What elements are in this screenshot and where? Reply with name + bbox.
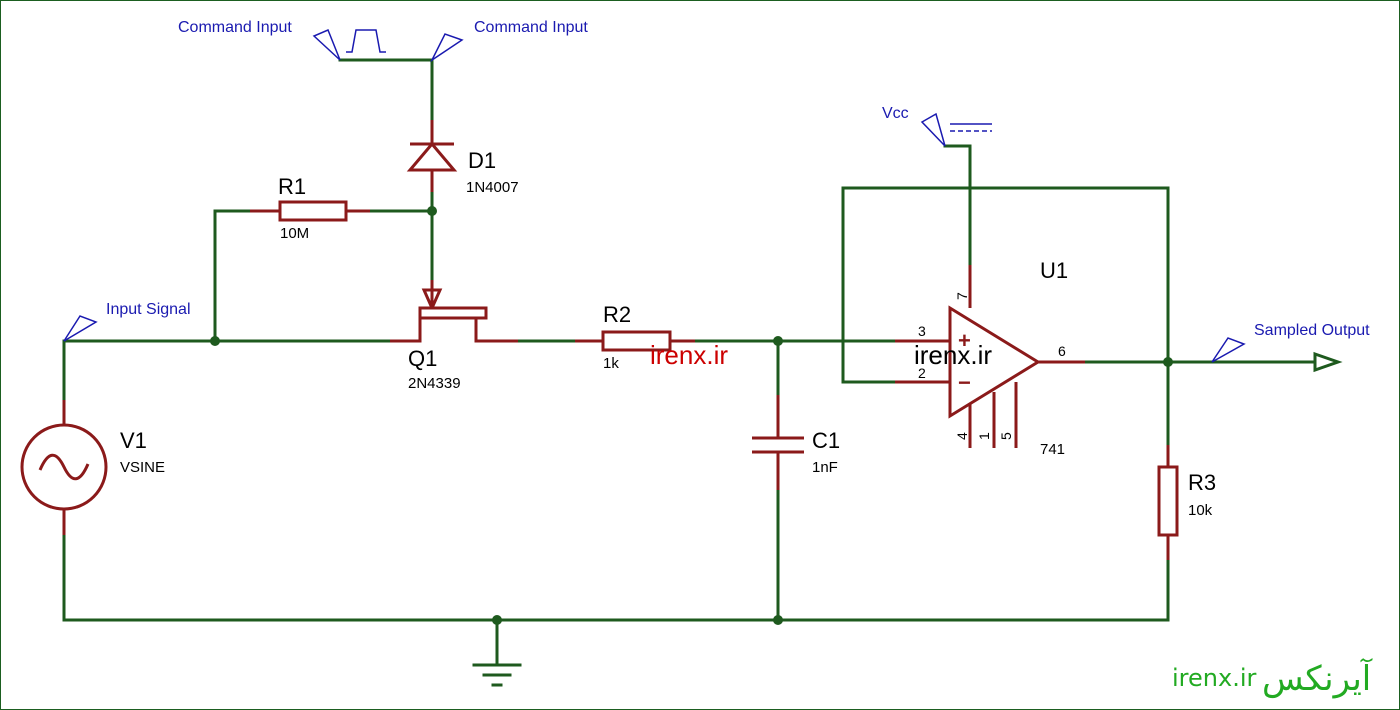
pin-1-label: 1 — [976, 432, 992, 440]
pin-2-label: 2 — [918, 365, 926, 381]
r1-value: 10M — [280, 225, 309, 242]
wire-feedback — [841, 186, 1170, 384]
junction-dot — [492, 615, 502, 625]
command-input-right-terminal: Command Input — [430, 19, 588, 63]
terminal-flag-icon — [312, 29, 341, 61]
pin-7-label: 7 — [954, 292, 970, 300]
junction-dot — [773, 615, 783, 625]
junction-dot — [210, 336, 220, 346]
r3-value: 10k — [1188, 502, 1213, 519]
watermark-opamp: irenx.ir — [914, 340, 992, 370]
terminal-flag-icon — [430, 33, 464, 63]
output-arrow-icon — [1313, 351, 1343, 373]
opamp-minus-sign: − — [958, 370, 971, 395]
pin-4-label: 4 — [954, 432, 970, 440]
command-input-left-label: Command Input — [178, 19, 292, 36]
junction-dot — [1163, 357, 1173, 367]
terminal-flag-icon — [63, 315, 98, 342]
vcc-label: Vcc — [882, 105, 909, 122]
brand-persian: آیرنکس — [1262, 658, 1373, 699]
opamp-plus-sign: + — [958, 328, 971, 353]
u1-ref: U1 — [1040, 258, 1068, 283]
r1-ref: R1 — [278, 174, 306, 199]
r2-ref: R2 — [603, 302, 631, 327]
input-signal-label: Input Signal — [106, 301, 191, 318]
junction-dot — [427, 206, 437, 216]
v1-ref: V1 — [120, 428, 147, 453]
source-v1: V1 VSINE — [20, 400, 165, 535]
command-input-right-label: Command Input — [474, 19, 588, 36]
diode-d1: D1 1N4007 — [406, 120, 519, 196]
r3-ref: R3 — [1188, 470, 1216, 495]
q1-value: 2N4339 — [408, 375, 461, 392]
jfet-q1: Q1 2N4339 — [390, 280, 518, 392]
d1-ref: D1 — [468, 148, 496, 173]
resistor-r2: R2 1k — [575, 302, 695, 372]
command-input-left-terminal: Command Input — [178, 19, 386, 61]
terminal-flag-icon — [1211, 337, 1246, 363]
junctions — [210, 206, 1173, 625]
resistor-r3: R3 10k — [1157, 445, 1216, 560]
sampled-output-terminal: Sampled Output — [1211, 322, 1370, 373]
vcc-terminal: Vcc — [882, 105, 992, 147]
junction-dot — [773, 336, 783, 346]
wire-r1-left — [213, 209, 252, 343]
v1-value: VSINE — [120, 459, 165, 476]
pin-3-label: 3 — [918, 323, 926, 339]
c1-value: 1nF — [812, 459, 838, 476]
ground-icon — [472, 663, 522, 687]
resistor-r1: R1 10M — [250, 174, 370, 242]
u1-value: 741 — [1040, 441, 1065, 458]
pulse-icon — [346, 29, 386, 53]
c1-ref: C1 — [812, 428, 840, 453]
input-signal-terminal: Input Signal — [63, 301, 191, 342]
sampled-output-label: Sampled Output — [1254, 322, 1370, 339]
terminal-flag-icon — [920, 112, 946, 147]
r2-value: 1k — [603, 355, 619, 372]
opamp-u1: U1 741 3 2 6 7 4 1 5 + − — [895, 258, 1085, 458]
watermark-center: irenx.ir — [650, 340, 728, 370]
pin-5-label: 5 — [998, 432, 1014, 440]
wire-command-bus — [338, 58, 434, 122]
wire-vcc — [943, 144, 972, 267]
brand-latin: irenx.ir — [1172, 664, 1256, 692]
q1-ref: Q1 — [408, 346, 437, 371]
d1-value: 1N4007 — [466, 179, 519, 196]
pin-6-label: 6 — [1058, 343, 1066, 359]
capacitor-c1: C1 1nF — [752, 395, 840, 490]
wires — [62, 58, 1317, 667]
